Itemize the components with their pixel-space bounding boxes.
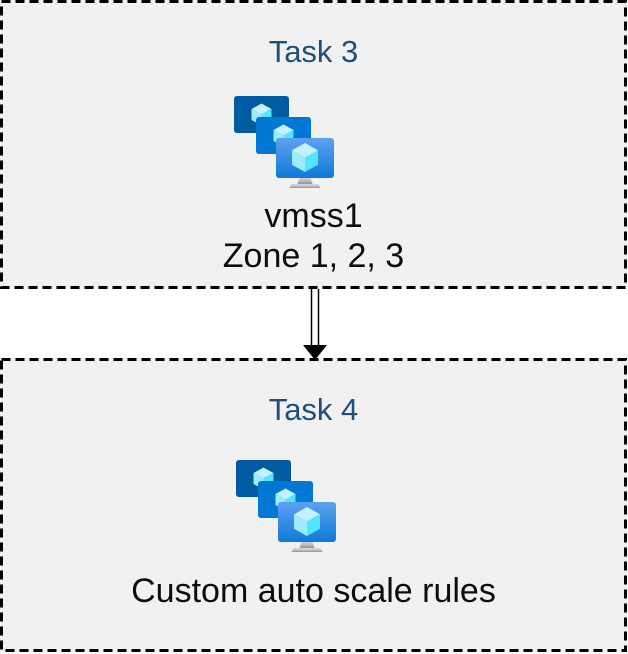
task4-title: Task 4 <box>268 392 359 427</box>
autoscale-rules-label: Custom auto scale rules <box>131 572 496 610</box>
task4-box: Task 4 <box>0 358 627 652</box>
task4-dashed-border <box>0 358 627 652</box>
task3-dashed-border <box>0 0 627 289</box>
vmss-name-label: vmss1 <box>264 197 363 235</box>
task4-labels: Custom auto scale rules <box>0 571 627 611</box>
task3-box: Task 3 <box>0 0 627 289</box>
vm-scale-sets-icon <box>234 96 334 188</box>
task3-title: Task 3 <box>268 34 359 69</box>
zone-label: Zone 1, 2, 3 <box>222 237 405 275</box>
down-arrow-connector <box>303 289 327 360</box>
task3-labels: vmss1 Zone 1, 2, 3 <box>0 196 627 276</box>
vm-scale-sets-icon <box>236 460 336 552</box>
